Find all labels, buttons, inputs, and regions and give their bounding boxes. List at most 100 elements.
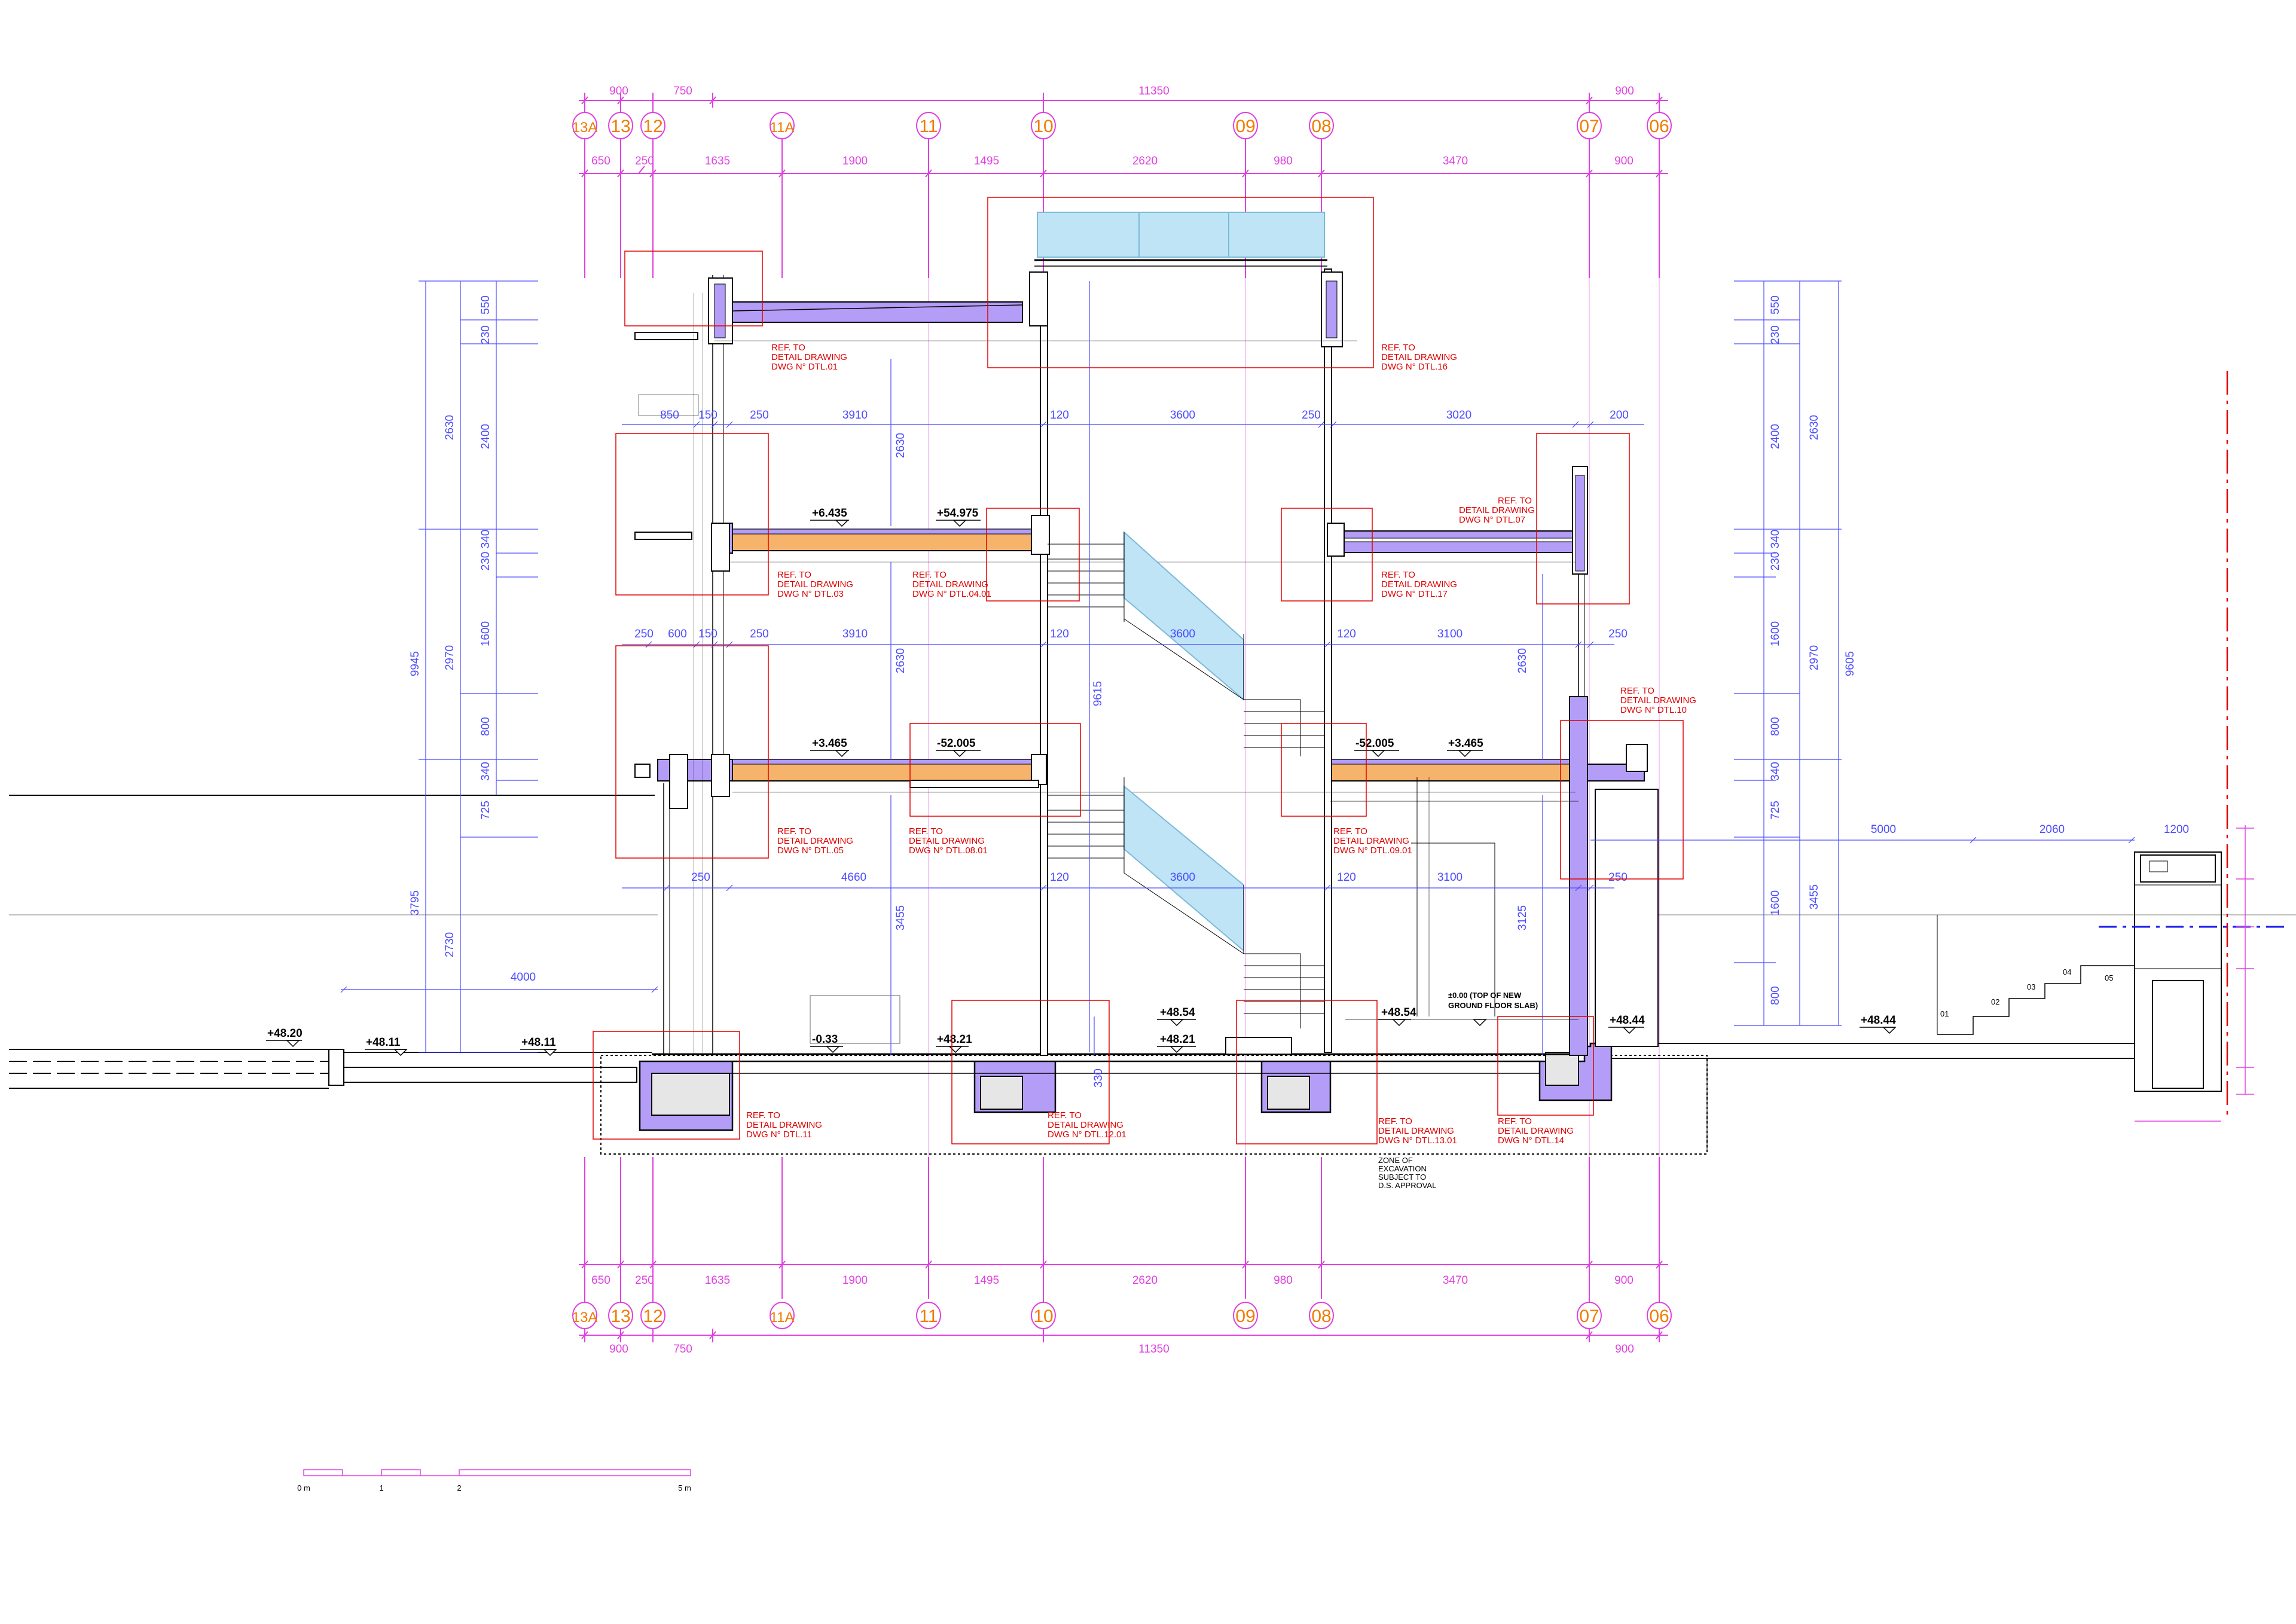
svg-text:250: 250 bbox=[635, 1274, 654, 1287]
level-markers: +6.435 +54.975 +3.465 -52.005 -52.005 +3… bbox=[266, 507, 1897, 1057]
svg-text:3455: 3455 bbox=[1808, 884, 1821, 909]
svg-text:4000: 4000 bbox=[511, 971, 536, 984]
detail-reference-boxes bbox=[593, 197, 1684, 1144]
grid-label: 11A bbox=[770, 1309, 795, 1326]
svg-text:1200: 1200 bbox=[2164, 823, 2189, 836]
svg-text:1900: 1900 bbox=[842, 1274, 868, 1287]
svg-text:3020: 3020 bbox=[1446, 409, 1471, 422]
top-grid-dimensions: 900 750 11350 900 650 250 1635 1900 1495… bbox=[572, 85, 1672, 278]
svg-text:+54.975: +54.975 bbox=[937, 507, 979, 520]
svg-text:250: 250 bbox=[1608, 871, 1628, 884]
stairs bbox=[1048, 530, 1324, 1028]
svg-text:2630: 2630 bbox=[1516, 648, 1529, 673]
svg-text:600: 600 bbox=[668, 628, 687, 640]
svg-text:-52.005: -52.005 bbox=[937, 737, 976, 750]
svg-text:-0.33: -0.33 bbox=[812, 1033, 838, 1046]
svg-text:1900: 1900 bbox=[842, 155, 868, 167]
svg-text:250: 250 bbox=[635, 155, 654, 167]
walls bbox=[634, 268, 1659, 1056]
bottom-grid-dimensions: 650 250 1635 1900 1495 2620 980 3470 900… bbox=[572, 1157, 1672, 1356]
svg-text:725: 725 bbox=[480, 801, 492, 820]
svg-text:900: 900 bbox=[609, 1343, 628, 1356]
svg-text:1: 1 bbox=[379, 1483, 383, 1492]
svg-text:0 m: 0 m bbox=[297, 1483, 310, 1492]
svg-text:1635: 1635 bbox=[705, 1274, 730, 1287]
svg-text:3795: 3795 bbox=[409, 890, 422, 915]
svg-text:3600: 3600 bbox=[1170, 409, 1195, 422]
svg-text:3470: 3470 bbox=[1443, 1274, 1468, 1287]
svg-text:120: 120 bbox=[1050, 409, 1069, 422]
svg-text:+48.11: +48.11 bbox=[521, 1036, 556, 1049]
svg-text:230 340: 230 340 bbox=[1769, 530, 1782, 571]
svg-text:1495: 1495 bbox=[974, 1274, 999, 1287]
svg-text:150: 150 bbox=[698, 409, 718, 422]
svg-text:+48.20: +48.20 bbox=[267, 1027, 303, 1040]
svg-text:250: 250 bbox=[1302, 409, 1321, 422]
svg-text:+3.465: +3.465 bbox=[1448, 737, 1483, 750]
svg-text:4660: 4660 bbox=[841, 871, 866, 884]
svg-text:2060: 2060 bbox=[2039, 823, 2065, 836]
svg-text:9615: 9615 bbox=[1092, 681, 1104, 706]
grid-label: 08 bbox=[1311, 117, 1331, 136]
grid-label: 07 bbox=[1579, 117, 1599, 136]
left-vertical-dimensions bbox=[419, 280, 538, 1053]
grid-label: 10 bbox=[1033, 1306, 1053, 1326]
svg-text:800: 800 bbox=[1769, 986, 1782, 1005]
svg-text:120: 120 bbox=[1050, 871, 1069, 884]
svg-text:9605: 9605 bbox=[1844, 651, 1857, 676]
svg-text:800: 800 bbox=[1769, 717, 1782, 736]
svg-text:250: 250 bbox=[750, 628, 769, 640]
svg-text:+48.44: +48.44 bbox=[1861, 1014, 1896, 1027]
right-vertical-dimensions bbox=[1734, 280, 1842, 1026]
svg-text:250: 250 bbox=[1608, 628, 1628, 640]
svg-text:150: 150 bbox=[698, 628, 718, 640]
svg-text:9945: 9945 bbox=[409, 651, 422, 676]
ground-lines: 01 02 03 04 05 bbox=[9, 795, 2296, 1155]
grid-label: 13 bbox=[610, 117, 630, 136]
svg-text:725: 725 bbox=[1769, 801, 1782, 820]
svg-text:650: 650 bbox=[591, 1274, 610, 1287]
svg-text:+48.44: +48.44 bbox=[1610, 1014, 1645, 1027]
svg-text:5 m: 5 m bbox=[678, 1483, 691, 1492]
svg-text:3100: 3100 bbox=[1437, 628, 1463, 640]
svg-text:3100: 3100 bbox=[1437, 871, 1463, 884]
svg-text:230: 230 bbox=[480, 325, 492, 344]
svg-text:2970: 2970 bbox=[444, 645, 456, 670]
grid-label: 11 bbox=[919, 117, 938, 136]
grid-label: 06 bbox=[1649, 117, 1669, 136]
grid-label: 12 bbox=[643, 117, 662, 136]
svg-text:3910: 3910 bbox=[842, 628, 868, 640]
interior-dimensions bbox=[340, 281, 2135, 1055]
svg-text:2400: 2400 bbox=[480, 424, 492, 449]
svg-text:GROUND FLOOR SLAB): GROUND FLOOR SLAB) bbox=[1448, 1001, 1538, 1010]
svg-text:340: 340 bbox=[1769, 762, 1782, 781]
svg-text:550: 550 bbox=[1769, 295, 1782, 315]
svg-text:900: 900 bbox=[1615, 1343, 1634, 1356]
grid-label: 08 bbox=[1311, 1306, 1331, 1326]
grid-label: 12 bbox=[643, 1306, 662, 1326]
svg-text:750: 750 bbox=[673, 85, 692, 97]
svg-text:1600: 1600 bbox=[1769, 621, 1782, 646]
svg-text:05: 05 bbox=[2105, 973, 2113, 982]
grid-label: 11A bbox=[770, 120, 795, 136]
svg-text:550: 550 bbox=[480, 295, 492, 315]
svg-text:01: 01 bbox=[1940, 1009, 1949, 1018]
svg-text:3910: 3910 bbox=[842, 409, 868, 422]
grid-label: 07 bbox=[1579, 1306, 1599, 1326]
svg-text:+3.465: +3.465 bbox=[812, 737, 847, 750]
svg-text:900: 900 bbox=[1614, 155, 1634, 167]
svg-text:5000: 5000 bbox=[1871, 823, 1896, 836]
svg-text:+48.54: +48.54 bbox=[1160, 1006, 1195, 1019]
svg-text:2620: 2620 bbox=[1132, 155, 1158, 167]
interior-dimension-labels: 850 150 250 3910 120 3600 250 3020 200 2… bbox=[511, 409, 2189, 1088]
svg-text:900: 900 bbox=[1614, 1274, 1634, 1287]
svg-text:+48.54: +48.54 bbox=[1381, 1006, 1416, 1019]
